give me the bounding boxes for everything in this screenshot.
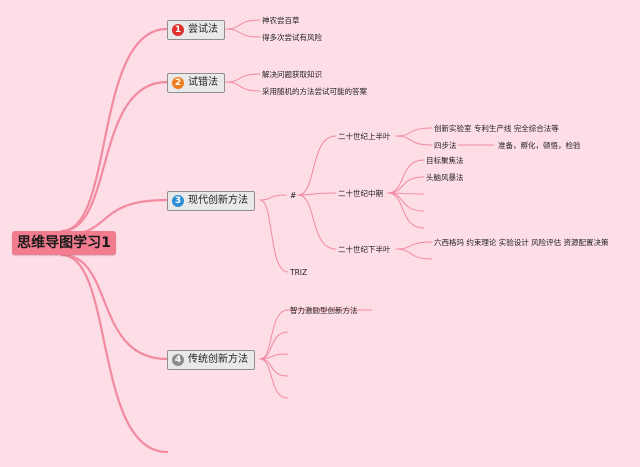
connector-root-to-branch xyxy=(60,27,169,233)
branch-traditional-innovation[interactable]: 4 传统创新方法 xyxy=(167,350,255,370)
number-3-icon: 3 xyxy=(172,195,184,207)
number-1-icon: 1 xyxy=(172,24,184,36)
branch-label: 传统创新方法 xyxy=(188,354,248,365)
branch-label: 试错法 xyxy=(188,77,218,88)
root-node[interactable]: 思维导图学习1 xyxy=(12,231,116,255)
connector-leaf xyxy=(259,358,289,377)
leaf-random-method[interactable]: 采用随机的方法尝试可能的答案 xyxy=(262,87,367,96)
connector-root-to-branch xyxy=(60,198,169,237)
connector-leaf xyxy=(387,176,425,194)
connector-leaf xyxy=(387,192,425,229)
leaf-four-step-detail[interactable]: 准备，孵化，顿悟，检验 xyxy=(498,141,581,150)
connector-leaf xyxy=(297,135,337,196)
connector-leaf xyxy=(225,73,261,83)
connector-leaf xyxy=(259,358,289,399)
leaf-shennong[interactable]: 神农尝百草 xyxy=(262,16,300,25)
connector-leaf xyxy=(387,192,425,212)
number-2-icon: 2 xyxy=(172,77,184,89)
connector-root-to-branch xyxy=(60,253,169,454)
leaf-risk[interactable]: 得多次尝试有风险 xyxy=(262,33,322,42)
connector-leaf xyxy=(297,194,337,250)
connector-leaf xyxy=(259,194,287,201)
number-4-icon: 4 xyxy=(172,354,184,366)
node-first-half-century[interactable]: 二十世纪上半叶 xyxy=(338,132,391,141)
connector-leaf xyxy=(395,241,433,250)
connector-leaf xyxy=(297,192,337,196)
leaf-brainstorm[interactable]: 头脑风暴法 xyxy=(426,173,464,182)
hash-node[interactable]: # xyxy=(290,191,297,200)
leaf-six-sigma[interactable]: 六西格玛 约束理论 实验设计 风险评估 资源配置决策 xyxy=(434,238,609,247)
connector-leaf xyxy=(259,331,289,360)
connector-leaf xyxy=(225,19,261,30)
leaf-brain-incentive[interactable]: 智力激励型创新方法 xyxy=(290,306,358,315)
leaf-goal-focus[interactable]: 目标聚焦法 xyxy=(426,156,464,165)
connector-leaf xyxy=(225,28,261,38)
leaf-solve-problem[interactable]: 解决问题获取知识 xyxy=(262,70,322,79)
node-second-half-century[interactable]: 二十世纪下半叶 xyxy=(338,245,391,254)
connector-root-to-branch xyxy=(60,253,169,361)
connector-root-to-branch xyxy=(60,80,169,233)
connector-leaf xyxy=(259,309,289,360)
branch-trial-error[interactable]: 2 试错法 xyxy=(167,73,225,93)
branch-modern-innovation[interactable]: 3 现代创新方法 xyxy=(167,191,255,211)
connector-leaf xyxy=(395,135,433,146)
branch-label: 现代创新方法 xyxy=(188,195,248,206)
connector-leaf xyxy=(395,248,433,260)
connector-leaf xyxy=(387,159,425,194)
node-mid-century[interactable]: 二十世纪中期 xyxy=(338,189,383,198)
branch-label: 尝试法 xyxy=(188,24,218,35)
connector-leaf xyxy=(259,199,289,273)
leaf-triz[interactable]: TRIZ xyxy=(290,268,308,277)
connector-leaf xyxy=(395,127,433,137)
leaf-innovation-lab[interactable]: 创新实验室 专利生产线 完全综合法等 xyxy=(434,124,559,133)
branch-try-method[interactable]: 1 尝试法 xyxy=(167,20,225,40)
node-four-step[interactable]: 四步法 xyxy=(434,141,457,150)
connector-leaf xyxy=(225,81,261,92)
